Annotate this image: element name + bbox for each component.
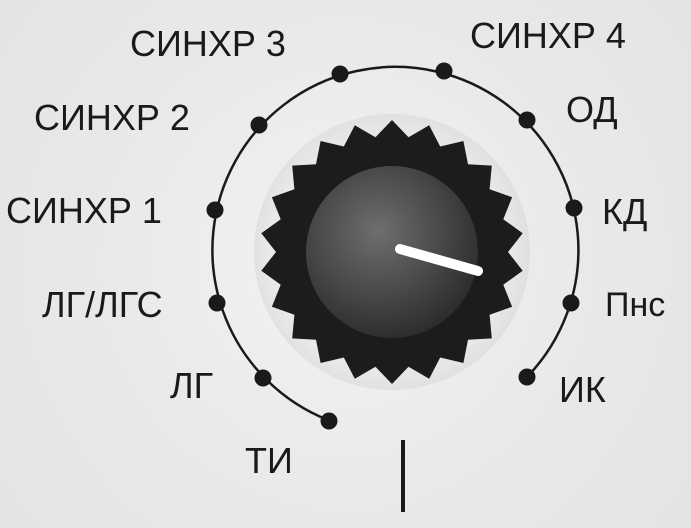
position-label-lg: ЛГ	[170, 365, 214, 406]
position-dot-sync2[interactable]	[250, 116, 268, 134]
position-label-sync3: СИНХР 3	[130, 23, 286, 64]
position-label-od: ОД	[566, 89, 618, 130]
position-dot-ik[interactable]	[518, 368, 536, 386]
position-dot-sync3[interactable]	[331, 65, 349, 83]
position-label-kd: КД	[602, 191, 648, 232]
knob-pointer-icon	[395, 244, 483, 276]
position-dot-sync1[interactable]	[206, 201, 224, 219]
position-dot-od[interactable]	[518, 111, 536, 129]
position-label-sync1: СИНХР 1	[6, 190, 162, 231]
knob-cap[interactable]	[306, 166, 478, 338]
position-dot-ti[interactable]	[320, 412, 338, 430]
position-label-pns: Пнс	[605, 286, 666, 324]
position-label-ik: ИК	[559, 369, 606, 410]
position-label-lg-lgs: ЛГ/ЛГС	[42, 284, 163, 325]
position-label-sync4: СИНХР 4	[470, 15, 626, 56]
position-dot-kd[interactable]	[565, 199, 583, 217]
position-label-ti: ТИ	[245, 440, 293, 481]
position-label-sync2: СИНХР 2	[34, 97, 190, 138]
position-dot-sync4[interactable]	[435, 62, 453, 80]
dial-arc	[211, 65, 580, 422]
position-dot-lg[interactable]	[254, 369, 272, 387]
position-dot-lg-lgs[interactable]	[208, 294, 226, 312]
position-dot-pns[interactable]	[562, 294, 580, 312]
